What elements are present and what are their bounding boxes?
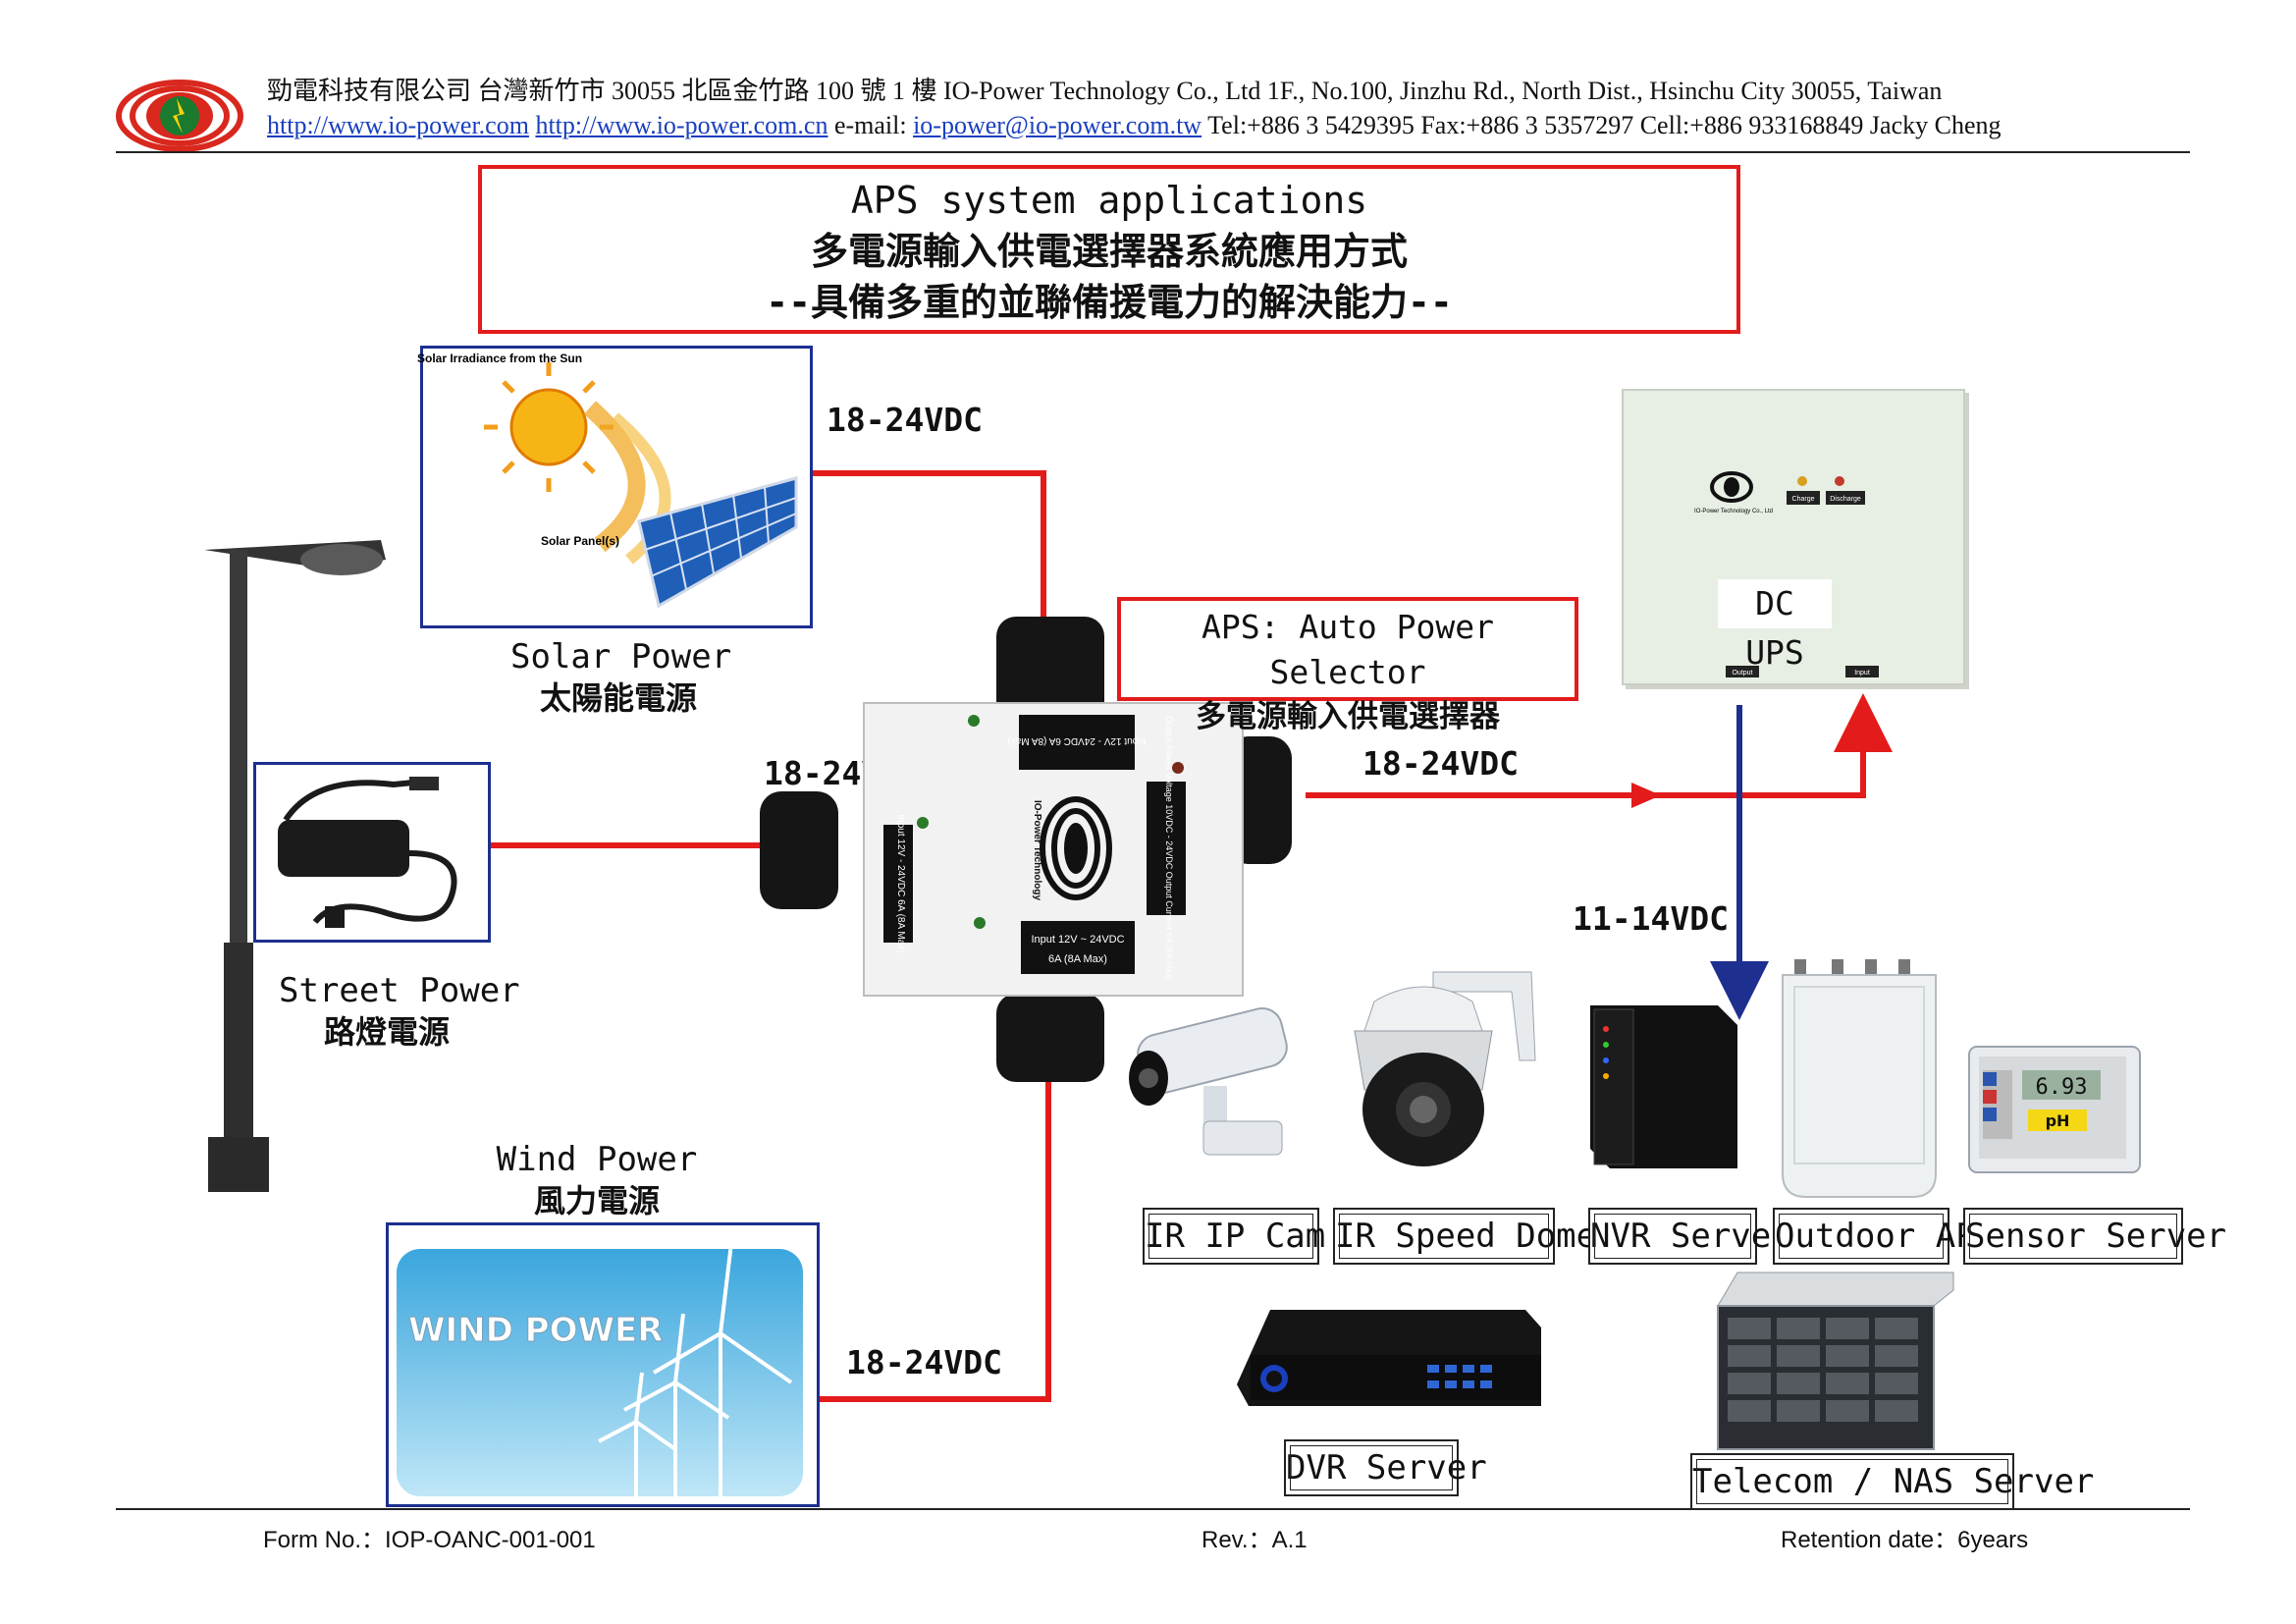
street-power-label: Street Power 路燈電源: [279, 970, 520, 1053]
ups-brand: IO-Power Technology Co., Ltd: [1694, 509, 1773, 514]
retention-date: Retention date：6years: [1781, 1527, 2029, 1553]
solar-power-cn: 太陽能電源: [539, 679, 697, 717]
outdoor-ap-image: [1782, 959, 1937, 1198]
device-label-telecom-nas-server: Telecom / NAS Server: [1690, 1453, 2094, 1510]
power-adapter-image: [253, 762, 491, 943]
wind-power-banner: WIND POWER: [408, 1311, 663, 1350]
website-link-cn[interactable]: http://www.io-power.com.cn: [535, 111, 828, 139]
website-link-com[interactable]: http://www.io-power.com: [267, 111, 529, 139]
telecom-nas-server-image: [1717, 1272, 1954, 1450]
solar-irradiance-caption: Solar Irradiance from the Sun: [417, 352, 582, 365]
ups-input-arrow: [1306, 693, 1893, 798]
solar-panel-image: Solar Irradiance from the Sun Solar Pane…: [417, 346, 813, 628]
ups-discharge-label: Discharge: [1830, 496, 1861, 503]
aps-device-image: Input 12V - 24VDC 6A (8A Max) Input 12V …: [760, 617, 1292, 1082]
device-label-outdoor-ap: Outdoor AP: [1773, 1208, 1976, 1265]
solar-power-label: Solar Power 太陽能電源: [510, 636, 732, 719]
ir-ip-cam-image: [1129, 1006, 1288, 1156]
ups-input-label: Input: [1854, 670, 1870, 677]
wind-power-cn: 風力電源: [533, 1182, 660, 1219]
street-power-en: Street Power: [279, 971, 520, 1010]
ups-output-label: Output: [1732, 670, 1752, 677]
email-prefix: e-mail:: [833, 111, 907, 139]
title-cn: 多電源輸入供電選擇器系統應用方式: [810, 230, 1408, 273]
street-lamp-image: [204, 540, 386, 1192]
aps-output-right-label: Output Power Voltage 10VDC - 24VDC Outpu…: [1164, 716, 1174, 981]
solar-power-en: Solar Power: [510, 637, 732, 677]
sensor-display-value: 6.93: [2036, 1075, 2088, 1100]
street-power-cn: 路燈電源: [323, 1013, 450, 1051]
device-label-sensor-server: Sensor Server: [1963, 1208, 2226, 1265]
footer-divider: [116, 1508, 2190, 1510]
device-voltage: 11-14VDC: [1573, 899, 1729, 938]
aps-label-cn: 多電源輸入供電選擇器: [1196, 699, 1500, 734]
device-label-ir-speed-dome: IR Speed Dome: [1333, 1208, 1596, 1265]
sensor-server-image: 6.93 pH: [1968, 1046, 2141, 1173]
wind-voltage: 18-24VDC: [846, 1343, 1002, 1381]
aps-label-en: APS: Auto Power Selector: [1201, 608, 1494, 691]
form-number: Form No.：IOP-OANC-001-001: [263, 1527, 596, 1553]
ir-speed-dome-image: [1354, 971, 1536, 1166]
dc-ups-image: IO-Power Technology Co., Ltd Charge Disc…: [1622, 389, 1965, 685]
wind-turbine-image: WIND POWER: [386, 1222, 820, 1507]
email-link[interactable]: io-power@io-power.com.tw: [913, 111, 1202, 139]
company-logo: [116, 80, 243, 152]
revision: Rev.：A.1: [1201, 1527, 1308, 1553]
contact-line: http://www.io-power.com http://www.io-po…: [267, 111, 2002, 140]
aps-output-voltage: 18-24VDC: [1362, 744, 1519, 783]
aps-input-bottom-label-1: Input 12V ~ 24VDC: [1031, 934, 1124, 946]
nvr-server-image: [1590, 1005, 1737, 1168]
aps-input-bottom-label-2: 6A (8A Max): [1048, 953, 1107, 965]
aps-input-left-label: Input 12V - 24VDC 6A (8A Max): [895, 814, 906, 952]
device-label-dvr-server: DVR Server: [1284, 1439, 1487, 1496]
wind-power-en: Wind Power: [496, 1140, 698, 1179]
header-divider: [116, 151, 2190, 153]
wind-power-label: Wind Power 風力電源: [489, 1139, 705, 1221]
solar-panel-caption: Solar Panel(s): [541, 534, 619, 548]
aps-brand: IO-Power Technology: [1032, 800, 1042, 900]
title-en: APS system applications: [850, 179, 1368, 222]
solar-arrow: [813, 470, 1073, 691]
sensor-ph-label: pH: [2046, 1111, 2070, 1130]
device-label-ir-ip-cam: IR IP Cam: [1143, 1208, 1325, 1265]
solar-voltage: 18-24VDC: [827, 401, 983, 439]
ups-charge-label: Charge: [1792, 496, 1815, 503]
title-subtitle: --具備多重的並聯備援電力的解決能力--: [766, 281, 1453, 324]
title-box: APS system applications 多電源輸入供電選擇器系統應用方式…: [478, 165, 1740, 334]
dc-ups-label: DC UPS: [1718, 579, 1832, 672]
wind-arrow: [815, 1017, 1078, 1402]
dvr-server-image: [1237, 1310, 1541, 1406]
aps-label-box: APS: Auto Power Selector 多電源輸入供電選擇器: [1117, 597, 1578, 734]
phone-contact: Tel:+886 3 5429395 Fax:+886 3 5357297 Ce…: [1207, 111, 2002, 139]
aps-input-top-label: Input 12V - 24VDC 6A (8A Max): [1007, 735, 1146, 746]
company-info-line: 勁電科技有限公司 台灣新竹市 30055 北區金竹路 100 號 1 樓 IO-…: [267, 77, 1943, 105]
device-label-nvr-server: NVR Server: [1588, 1208, 1791, 1265]
